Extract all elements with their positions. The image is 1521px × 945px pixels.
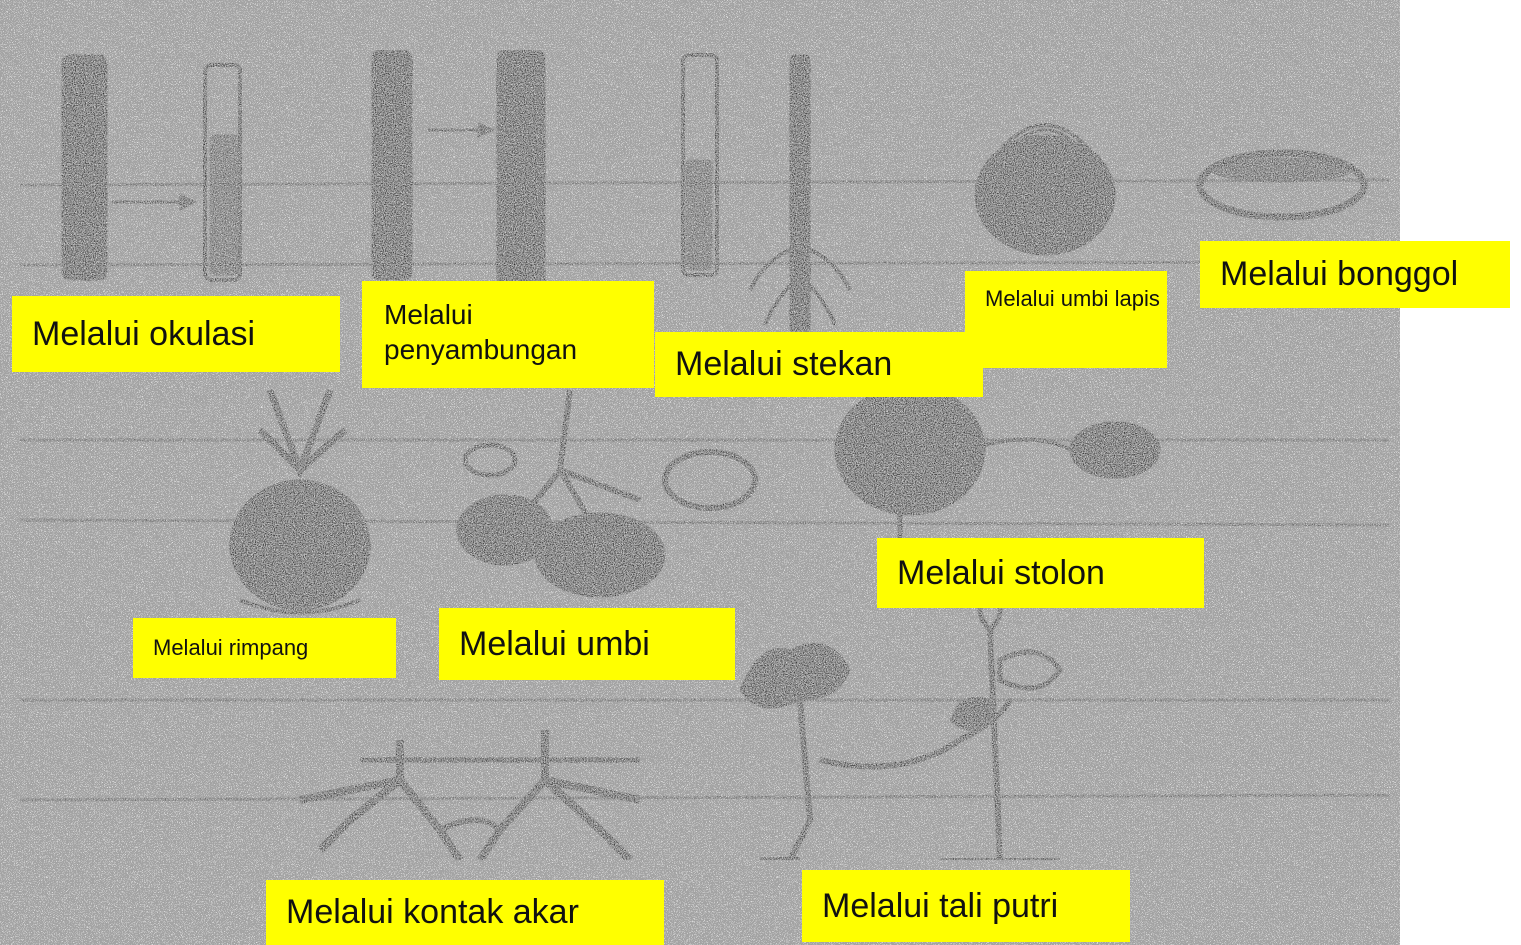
label-umbi: Melalui umbi — [439, 608, 735, 680]
label-bonggol: Melalui bonggol — [1200, 241, 1510, 308]
label-stekan: Melalui stekan — [655, 332, 983, 397]
label-tali-putri: Melalui tali putri — [802, 870, 1130, 942]
label-okulasi: Melalui okulasi — [12, 296, 340, 372]
label-kontak-akar: Melalui kontak akar — [266, 880, 664, 945]
label-rimpang: Melalui rimpang — [133, 618, 396, 678]
label-stolon: Melalui stolon — [877, 538, 1204, 608]
label-umbi-lapis: Melalui umbi lapis — [965, 271, 1167, 368]
label-penyambungan: Melalui penyambungan — [362, 281, 654, 388]
